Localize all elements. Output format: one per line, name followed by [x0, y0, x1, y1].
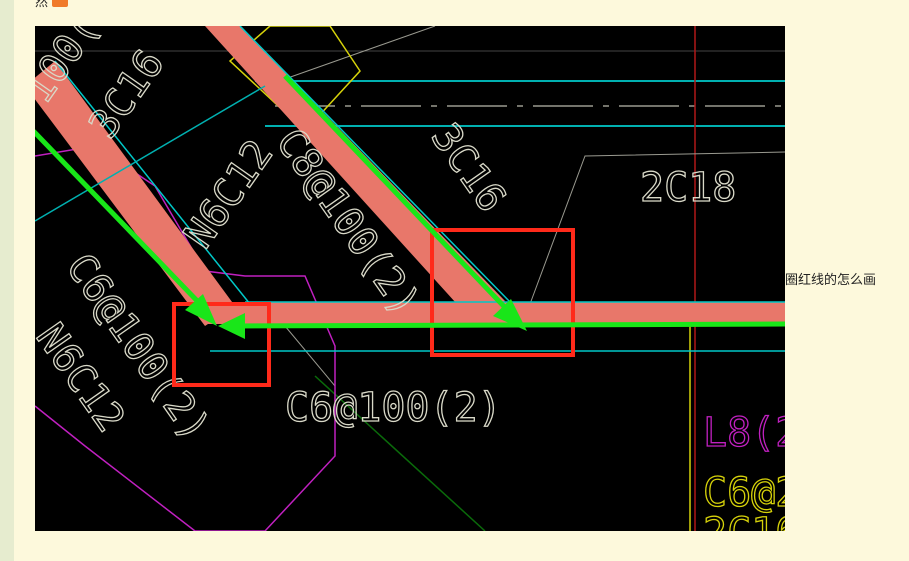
left-page-strip	[0, 0, 14, 561]
question-text: 圈红线的怎么画	[785, 273, 877, 288]
label-3c16-a: 3C16	[81, 41, 174, 146]
green-arrows	[35, 74, 785, 339]
label-3c16-b: 3C16	[422, 115, 515, 220]
cad-drawing: 100(2 3C16 N6C12 C8@100(2) 3C16 C6@100(2…	[35, 26, 785, 531]
label-2c18: 2C18	[640, 165, 736, 211]
highlight-box-left	[172, 302, 271, 387]
cad-screenshot: 100(2 3C16 N6C12 C8@100(2) 3C16 C6@100(2…	[35, 26, 785, 531]
emoji-icon	[52, 0, 69, 7]
label-c6-right: C6@2	[703, 470, 785, 516]
label-bottom-right: 2C16	[703, 510, 785, 531]
label-l8: L8(2	[703, 410, 785, 456]
label-c6-bottom: C6@100(2)	[285, 385, 502, 431]
highlight-box-right	[430, 228, 575, 357]
post-top-line: 然	[35, 0, 69, 10]
label-n6c12-a: N6C12	[176, 132, 283, 257]
rebar-labels: 100(2 3C16 N6C12 C8@100(2) 3C16 C6@100(2…	[35, 26, 785, 531]
post-top-text: 然	[35, 0, 49, 10]
